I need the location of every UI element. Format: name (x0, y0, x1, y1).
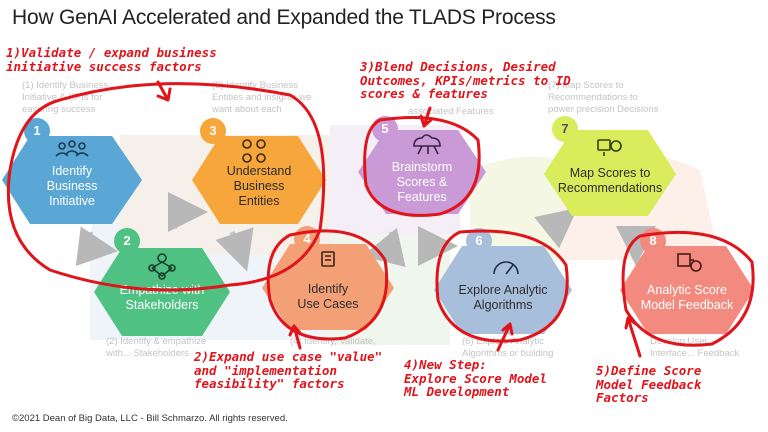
step-number-3: 3 (200, 118, 226, 144)
annotation-2: 2)Expand use case "value"and "implementa… (194, 349, 383, 391)
arrow-annotation-4 (496, 322, 514, 352)
hexagon-step1 (2, 136, 142, 224)
use-case-icon (321, 251, 335, 267)
faint-step5-text: associated Features (408, 106, 494, 117)
circle-step-6 (435, 229, 569, 343)
hexagon-step4 (262, 244, 394, 330)
arrow-annotation-3 (419, 106, 433, 128)
hexagon-step2 (94, 248, 230, 336)
gauge-icon (493, 261, 519, 275)
arrow-annotation-2 (288, 324, 302, 350)
step-number-2: 2 (114, 228, 140, 254)
entities-icon (242, 139, 266, 163)
circle-step-8 (621, 230, 755, 347)
people-network-icon (148, 253, 176, 280)
hexagon-step6 (434, 246, 572, 334)
arrow-annotation-1 (156, 80, 172, 102)
hexagon-step3 (192, 136, 326, 224)
puzzle-gear-icon (677, 253, 702, 272)
cloud-network-icon (413, 134, 441, 155)
hexagon-step8 (620, 246, 754, 334)
step-number-7: 7 (552, 116, 578, 142)
page-title: How GenAI Accelerated and Expanded the T… (12, 6, 556, 29)
copyright-notice: ©2021 Dean of Big Data, LLC - Bill Schma… (12, 413, 288, 424)
circle-steps-1-3 (6, 82, 326, 292)
recommendations-icon (597, 139, 622, 156)
faint-step4-text: (4) Identify, Validate, (290, 336, 376, 347)
team-icon (55, 140, 89, 157)
circle-step-5 (363, 116, 481, 217)
hexagon-step5 (358, 130, 486, 214)
arrow-annotation-5 (624, 316, 642, 358)
hexagon-step7 (544, 130, 676, 216)
circle-step-4 (266, 229, 389, 341)
